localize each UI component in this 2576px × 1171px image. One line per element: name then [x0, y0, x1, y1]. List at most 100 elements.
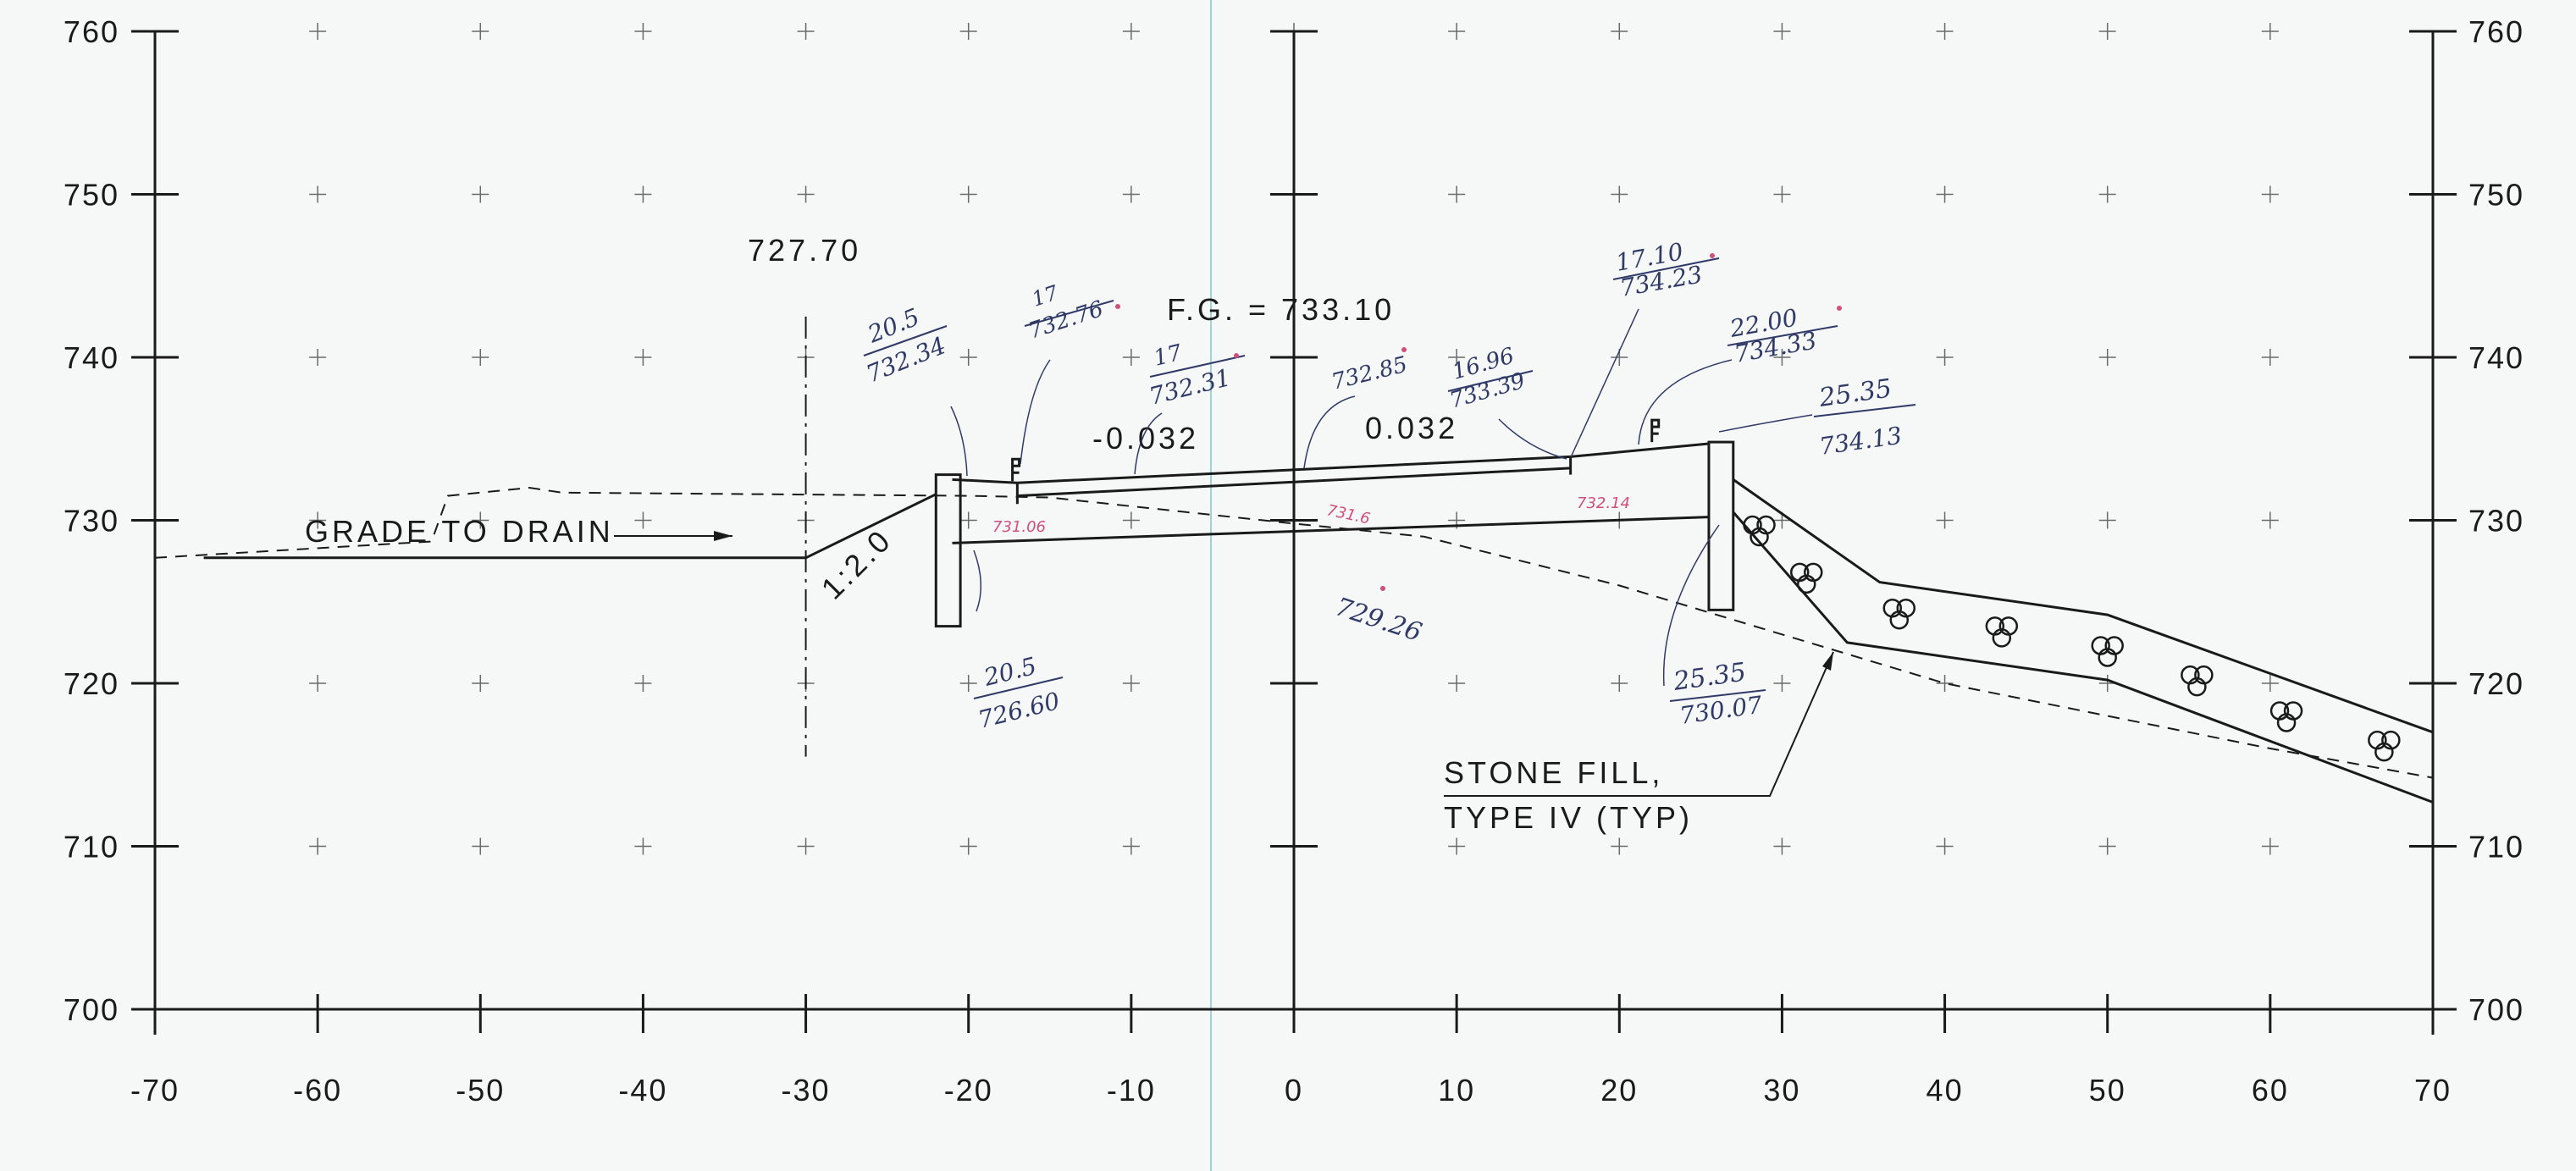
- y-tick-label-left: 730: [64, 504, 119, 539]
- stone-circle: [2187, 677, 2207, 697]
- grid-cross: [1611, 185, 1628, 203]
- grid-cross: [1611, 675, 1628, 692]
- grid-cross: [1448, 349, 1466, 366]
- grade-to-drain-label: GRADE TO DRAIN: [305, 514, 614, 549]
- x-tick-label: -20: [944, 1073, 993, 1107]
- y-tick-label-left: 750: [64, 178, 119, 213]
- grid-cross: [634, 23, 652, 40]
- grid-cross: [1448, 675, 1466, 692]
- y-tick-label-right: 740: [2468, 340, 2524, 375]
- grid-cross: [1122, 837, 1140, 855]
- grid-cross: [797, 837, 815, 855]
- grid-cross: [1122, 23, 1140, 40]
- grid-cross: [472, 837, 489, 855]
- left-abutment: [934, 473, 962, 628]
- stone-fill-arrowhead: [1822, 652, 1833, 671]
- stone-symbol: [2368, 730, 2401, 762]
- grid-cross: [959, 511, 977, 529]
- grid-cross: [2098, 185, 2116, 203]
- grid-cross: [2261, 23, 2279, 40]
- grid-cross: [472, 511, 489, 529]
- grid-cross: [309, 511, 327, 529]
- grid-cross: [634, 511, 652, 529]
- grid-cross: [959, 349, 977, 366]
- stone-circle: [1797, 574, 1816, 594]
- x-tick-label: 60: [2252, 1073, 2289, 1107]
- railing-left: [1011, 457, 1021, 482]
- stone-circle: [2098, 648, 2117, 667]
- grid-cross: [1122, 349, 1140, 366]
- x-tick-label: 50: [2089, 1073, 2126, 1107]
- railing-right: [1650, 418, 1661, 443]
- deck-right-connector: [1570, 442, 1710, 458]
- elevation-727-label: 727.70: [748, 233, 861, 268]
- grid-cross: [2098, 837, 2116, 855]
- y-tick-label-right: 720: [2468, 666, 2524, 701]
- grid-cross: [1773, 23, 1791, 40]
- stone-fill-upper: [1732, 478, 2434, 734]
- x-tick-label: -70: [130, 1073, 180, 1107]
- y-tick-label-right: 730: [2468, 504, 2524, 539]
- grid-cross: [959, 837, 977, 855]
- stone-symbol: [2091, 636, 2124, 667]
- slab-bottom-line: [952, 516, 1710, 544]
- grid-cross: [1448, 837, 1466, 855]
- stone-circle: [2276, 713, 2297, 732]
- grid-cross: [1611, 23, 1628, 40]
- stone-fill-label-2: TYPE IV (TYP): [1444, 800, 1693, 835]
- grid-cross: [1773, 837, 1791, 855]
- stone-symbol: [2181, 665, 2214, 697]
- stone-symbol: [2269, 701, 2303, 732]
- grid-cross: [634, 349, 652, 366]
- grid-cross: [2261, 837, 2279, 855]
- x-tick-label: 40: [1926, 1073, 1964, 1107]
- stone-symbol: [1790, 562, 1823, 594]
- fg-label: F.G. = 733.10: [1167, 292, 1395, 327]
- grid-cross: [309, 837, 327, 855]
- stone-symbol: [1882, 598, 1916, 630]
- grid-cross: [309, 349, 327, 366]
- grid-cross: [2098, 349, 2116, 366]
- y-tick-label-left: 720: [64, 666, 119, 701]
- y-tick-label-right: 760: [2468, 14, 2524, 49]
- grid-cross: [1936, 675, 1954, 692]
- grid-cross: [797, 23, 815, 40]
- grid-cross: [472, 185, 489, 203]
- grid-cross: [2261, 349, 2279, 366]
- stone-fill-leader: [1444, 651, 1834, 797]
- pink-note-3: 732.14: [1577, 494, 1630, 512]
- grid-cross: [1611, 837, 1628, 855]
- x-tick-label: -40: [618, 1073, 667, 1107]
- grid-cross: [1122, 675, 1140, 692]
- grid-cross: [1773, 349, 1791, 366]
- deck-left-connector: [952, 478, 1018, 484]
- grid-cross: [1936, 511, 1954, 529]
- grid-cross: [797, 185, 815, 203]
- grid-cross: [634, 837, 652, 855]
- grid-cross: [1122, 185, 1140, 203]
- grid-cross: [1122, 511, 1140, 529]
- x-tick-label: -50: [456, 1073, 505, 1107]
- grid-cross: [1448, 185, 1466, 203]
- stone-circle: [1889, 610, 1910, 630]
- x-tick-label: 0: [1285, 1073, 1303, 1107]
- stone-circle: [1750, 527, 1769, 547]
- stone-symbol: [1985, 616, 2019, 648]
- y-tick-label-left: 740: [64, 340, 119, 375]
- stone-fill-lower: [1732, 511, 2434, 804]
- grid-cross: [2098, 511, 2116, 529]
- grid-cross: [1936, 837, 1954, 855]
- deck-bottom-line: [1017, 467, 1571, 498]
- stone-circle: [1992, 628, 2012, 648]
- grid-cross: [1936, 349, 1954, 366]
- x-tick-label: 10: [1438, 1073, 1475, 1107]
- grid-cross: [472, 23, 489, 40]
- grid-cross: [1773, 675, 1791, 692]
- x-tick-label: 70: [2414, 1073, 2452, 1107]
- y-tick-label-left: 760: [64, 14, 119, 49]
- grid-cross: [634, 675, 652, 692]
